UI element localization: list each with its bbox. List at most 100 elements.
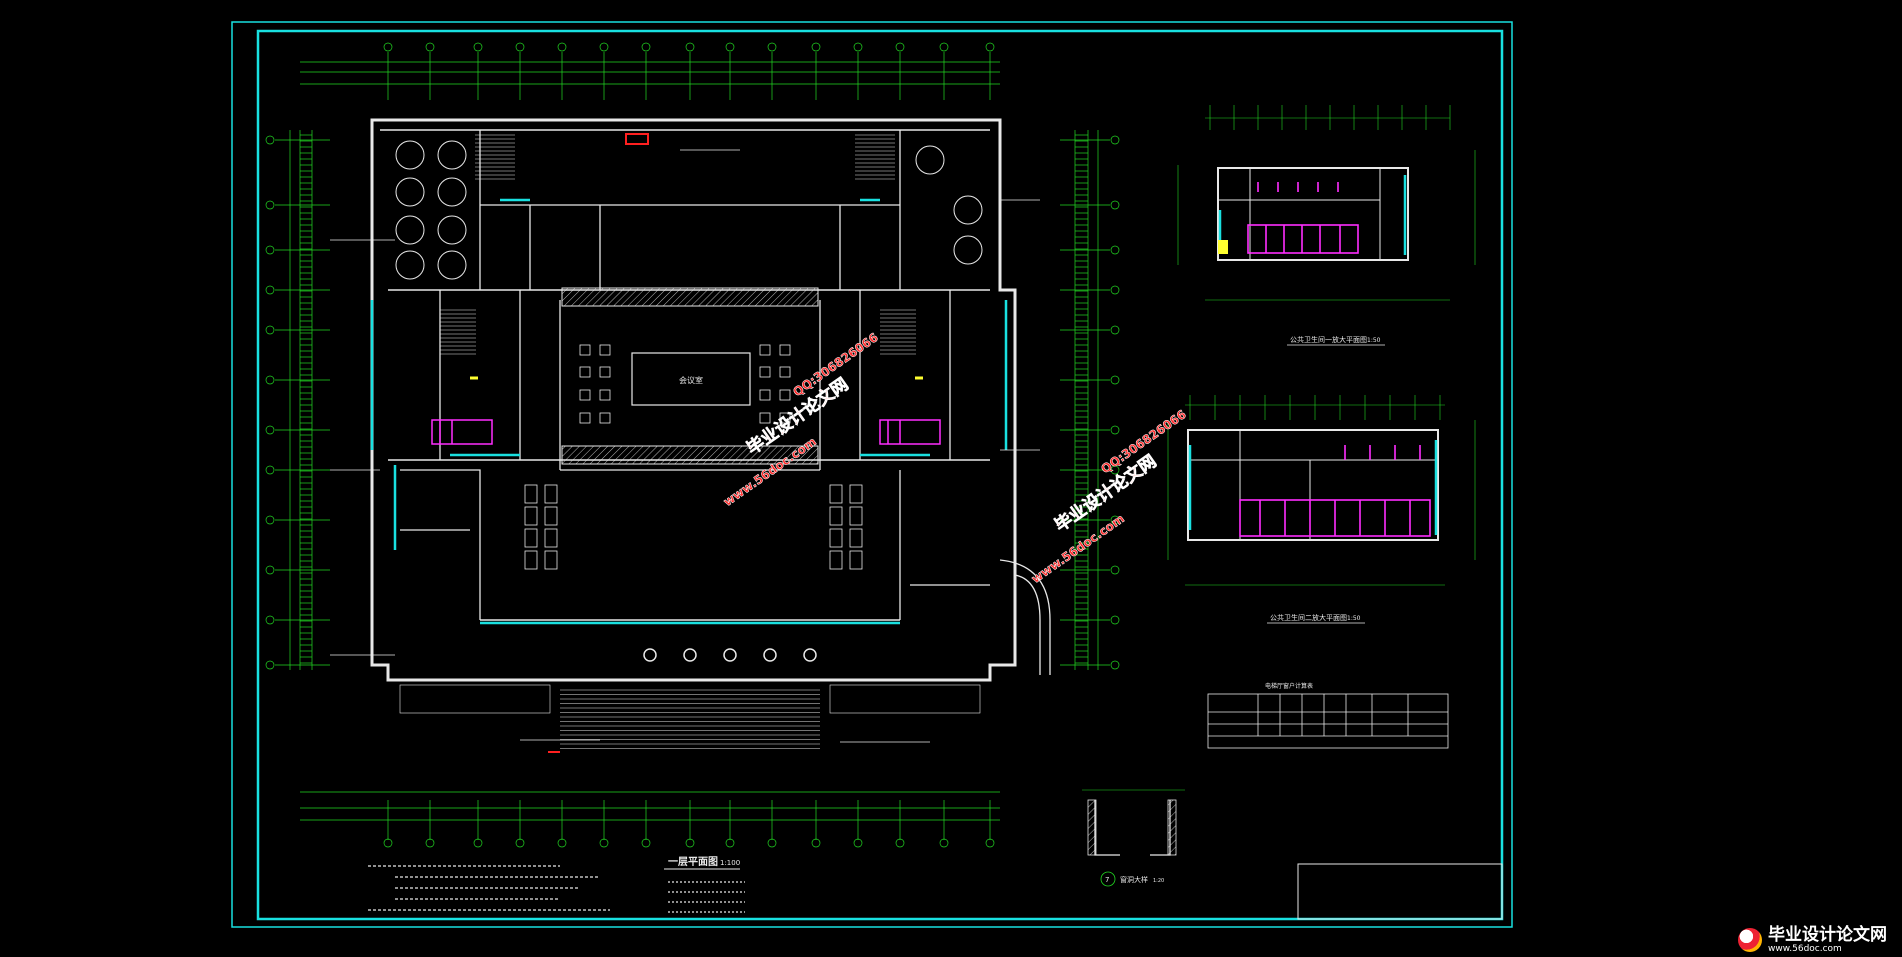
chair bbox=[779, 412, 791, 424]
grid-bubble bbox=[599, 42, 609, 52]
axis-bubbles bbox=[265, 42, 1120, 848]
meeting-table bbox=[631, 352, 751, 406]
chair bbox=[579, 412, 591, 424]
title-block bbox=[1297, 863, 1503, 920]
detail2-grid bbox=[1167, 395, 1476, 586]
grid-bubble bbox=[515, 42, 525, 52]
grid-bubble bbox=[1110, 375, 1120, 385]
detail2-title: 公共卫生间二放大平面图 bbox=[1270, 613, 1347, 622]
watermark-left: 毕业设计论文网 QQ:306826066 www.56doc.com bbox=[721, 330, 881, 509]
desk bbox=[829, 506, 843, 526]
grid-bubble bbox=[641, 42, 651, 52]
exterior-wall bbox=[370, 118, 1017, 682]
curved-ramp bbox=[999, 559, 1051, 675]
grid-bubble bbox=[265, 245, 275, 255]
office-desks bbox=[524, 484, 863, 570]
grid-bubble bbox=[557, 838, 567, 848]
grid-bubble bbox=[265, 425, 275, 435]
grid-bubble bbox=[265, 200, 275, 210]
footer-logo[interactable]: 毕业设计论文网 www.56doc.com bbox=[1738, 925, 1898, 955]
round-tanks bbox=[395, 140, 983, 280]
stairs bbox=[440, 134, 916, 355]
grid-bubble bbox=[767, 42, 777, 52]
watermark-right: 毕业设计论文网 QQ:306826066 www.56doc.com bbox=[1029, 407, 1189, 586]
desk bbox=[544, 528, 558, 548]
grid-bubble bbox=[383, 838, 393, 848]
logo-url: www.56doc.com bbox=[1768, 943, 1842, 954]
grid-bubble bbox=[265, 135, 275, 145]
detail1-title: 公共卫生间一放大平面图 bbox=[1290, 335, 1367, 344]
grid-bubble bbox=[1110, 615, 1120, 625]
tank bbox=[395, 250, 425, 280]
grid-bubble bbox=[939, 42, 949, 52]
grid-bubble bbox=[725, 838, 735, 848]
section-scale: 1:20 bbox=[1153, 878, 1164, 884]
table-title: 电梯厅窗户计算表 bbox=[1265, 682, 1313, 690]
grid-bubble bbox=[985, 838, 995, 848]
grid-bubble bbox=[985, 42, 995, 52]
detail2-fixtures bbox=[1239, 445, 1431, 537]
grid-bubble bbox=[265, 465, 275, 475]
grid-bubble bbox=[1110, 285, 1120, 295]
outer-border bbox=[231, 21, 1513, 928]
desk bbox=[849, 484, 863, 504]
tank bbox=[953, 195, 983, 225]
desk bbox=[849, 550, 863, 570]
desk bbox=[524, 506, 538, 526]
tank bbox=[437, 177, 467, 207]
main-plan-scale: 1:100 bbox=[720, 859, 740, 867]
planter-left bbox=[399, 684, 551, 714]
grid-bubble bbox=[265, 375, 275, 385]
tank bbox=[915, 145, 945, 175]
grid-bubble bbox=[1110, 425, 1120, 435]
chair bbox=[759, 366, 771, 378]
grid-bubble bbox=[265, 285, 275, 295]
section-title: 窗洞大样 bbox=[1120, 875, 1148, 884]
desk bbox=[524, 528, 538, 548]
grid-bubble bbox=[1110, 245, 1120, 255]
desk bbox=[829, 550, 843, 570]
grid-bubble bbox=[1110, 135, 1120, 145]
inner-frame bbox=[256, 29, 1504, 921]
logo-icon bbox=[1738, 928, 1762, 952]
logo-site-name: 毕业设计论文网 bbox=[1768, 924, 1887, 945]
detail1-scale: 1:50 bbox=[1367, 337, 1381, 344]
desk bbox=[849, 528, 863, 548]
toilet-detail-1: 公共卫生间一放大平面图 1:50 bbox=[1177, 105, 1476, 346]
tank bbox=[437, 250, 467, 280]
chair bbox=[759, 389, 771, 401]
grid-bubble bbox=[473, 42, 483, 52]
grid-bubble bbox=[265, 660, 275, 670]
grid-bubble bbox=[515, 838, 525, 848]
atrium-hatch-bottom bbox=[561, 445, 819, 465]
glass-curtain-walls bbox=[370, 198, 1008, 625]
chair bbox=[579, 366, 591, 378]
grid-bubble bbox=[1110, 465, 1120, 475]
chair bbox=[599, 344, 611, 356]
detail1-fixtures bbox=[1247, 182, 1359, 254]
grid-bubble bbox=[895, 42, 905, 52]
tank bbox=[437, 140, 467, 170]
grid-bubble bbox=[767, 838, 777, 848]
tank bbox=[395, 215, 425, 245]
chair bbox=[599, 412, 611, 424]
desk bbox=[829, 528, 843, 548]
desk bbox=[524, 550, 538, 570]
chair bbox=[759, 412, 771, 424]
chair bbox=[779, 344, 791, 356]
chair bbox=[779, 366, 791, 378]
grid-bubble bbox=[939, 838, 949, 848]
grid-bubble bbox=[1110, 325, 1120, 335]
tank bbox=[953, 235, 983, 265]
grid-bubble bbox=[473, 838, 483, 848]
atrium-hatch-top bbox=[561, 287, 819, 307]
interior-partitions bbox=[400, 130, 990, 620]
room-label-center: 会议室 bbox=[679, 375, 703, 385]
desk bbox=[849, 506, 863, 526]
desk bbox=[544, 484, 558, 504]
toilet-detail-2: 公共卫生间二放大平面图 1:50 bbox=[1167, 395, 1476, 624]
grid-bubble bbox=[599, 838, 609, 848]
grid-bubble bbox=[685, 838, 695, 848]
planter-right bbox=[829, 684, 981, 714]
grid-bubble bbox=[265, 325, 275, 335]
